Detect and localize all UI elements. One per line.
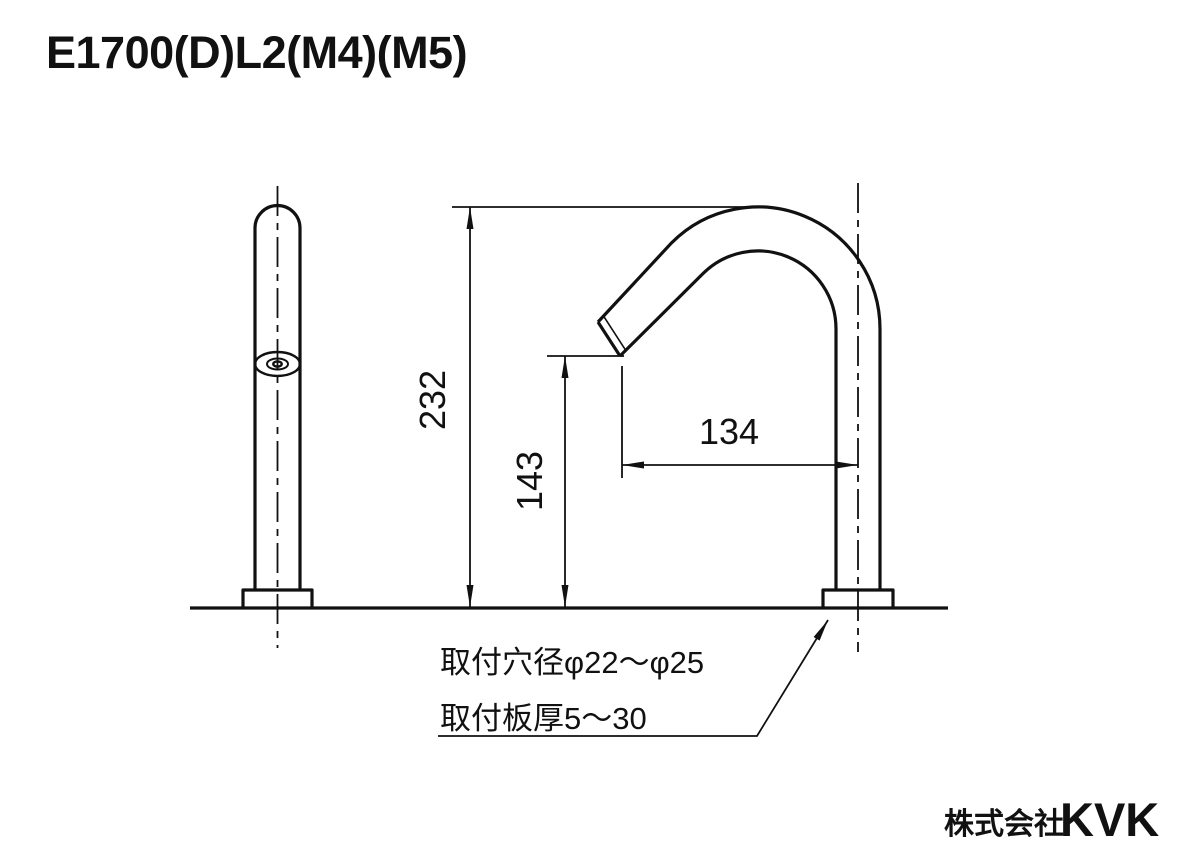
leader-arrowhead [813, 620, 828, 641]
dimension-total-height: 232 [412, 206, 758, 607]
model-number-title: E1700(D)L2(M4)(M5) [46, 27, 467, 78]
dimension-value-143: 143 [509, 451, 550, 511]
company-logo: 株式会社 KVK [944, 793, 1159, 846]
arrowhead-left [622, 461, 644, 469]
sensor-outer-ring [253, 350, 302, 378]
side-view-body-outline [253, 203, 302, 590]
spout-tip-face [596, 321, 622, 357]
mounting-hole-note: 取付穴径φ22～φ25 [440, 645, 704, 680]
dimension-spout-reach: 134 [621, 366, 858, 478]
gooseneck-inner-edge [618, 249, 838, 590]
dimension-value-134: 134 [699, 411, 759, 452]
dimension-spout-height: 143 [509, 355, 624, 607]
sensor-eye [272, 360, 283, 368]
sensor-middle-ring [266, 357, 289, 371]
sensor-window [253, 350, 302, 378]
dimension-value-232: 232 [412, 370, 453, 430]
gooseneck-outer-edge [596, 205, 882, 590]
arrowhead-right [836, 461, 858, 469]
arrowhead-down [561, 585, 569, 607]
front-view [596, 183, 895, 652]
front-view-base-flange [821, 588, 895, 608]
arrowhead-up [561, 356, 569, 378]
mounting-plate-note: 取付板厚5～30 [440, 701, 647, 736]
company-prefix-text: 株式会社 [944, 808, 1064, 841]
mounting-notes: 取付穴径φ22～φ25 取付板厚5～30 [438, 619, 829, 737]
arrowhead-down [466, 585, 474, 607]
spout-aerator-line [603, 315, 627, 351]
side-view-base-flange [241, 588, 314, 608]
arrowhead-up [466, 207, 474, 229]
side-view [241, 186, 314, 648]
kvk-logo-text: KVK [1060, 793, 1159, 846]
leader-line [438, 619, 829, 737]
